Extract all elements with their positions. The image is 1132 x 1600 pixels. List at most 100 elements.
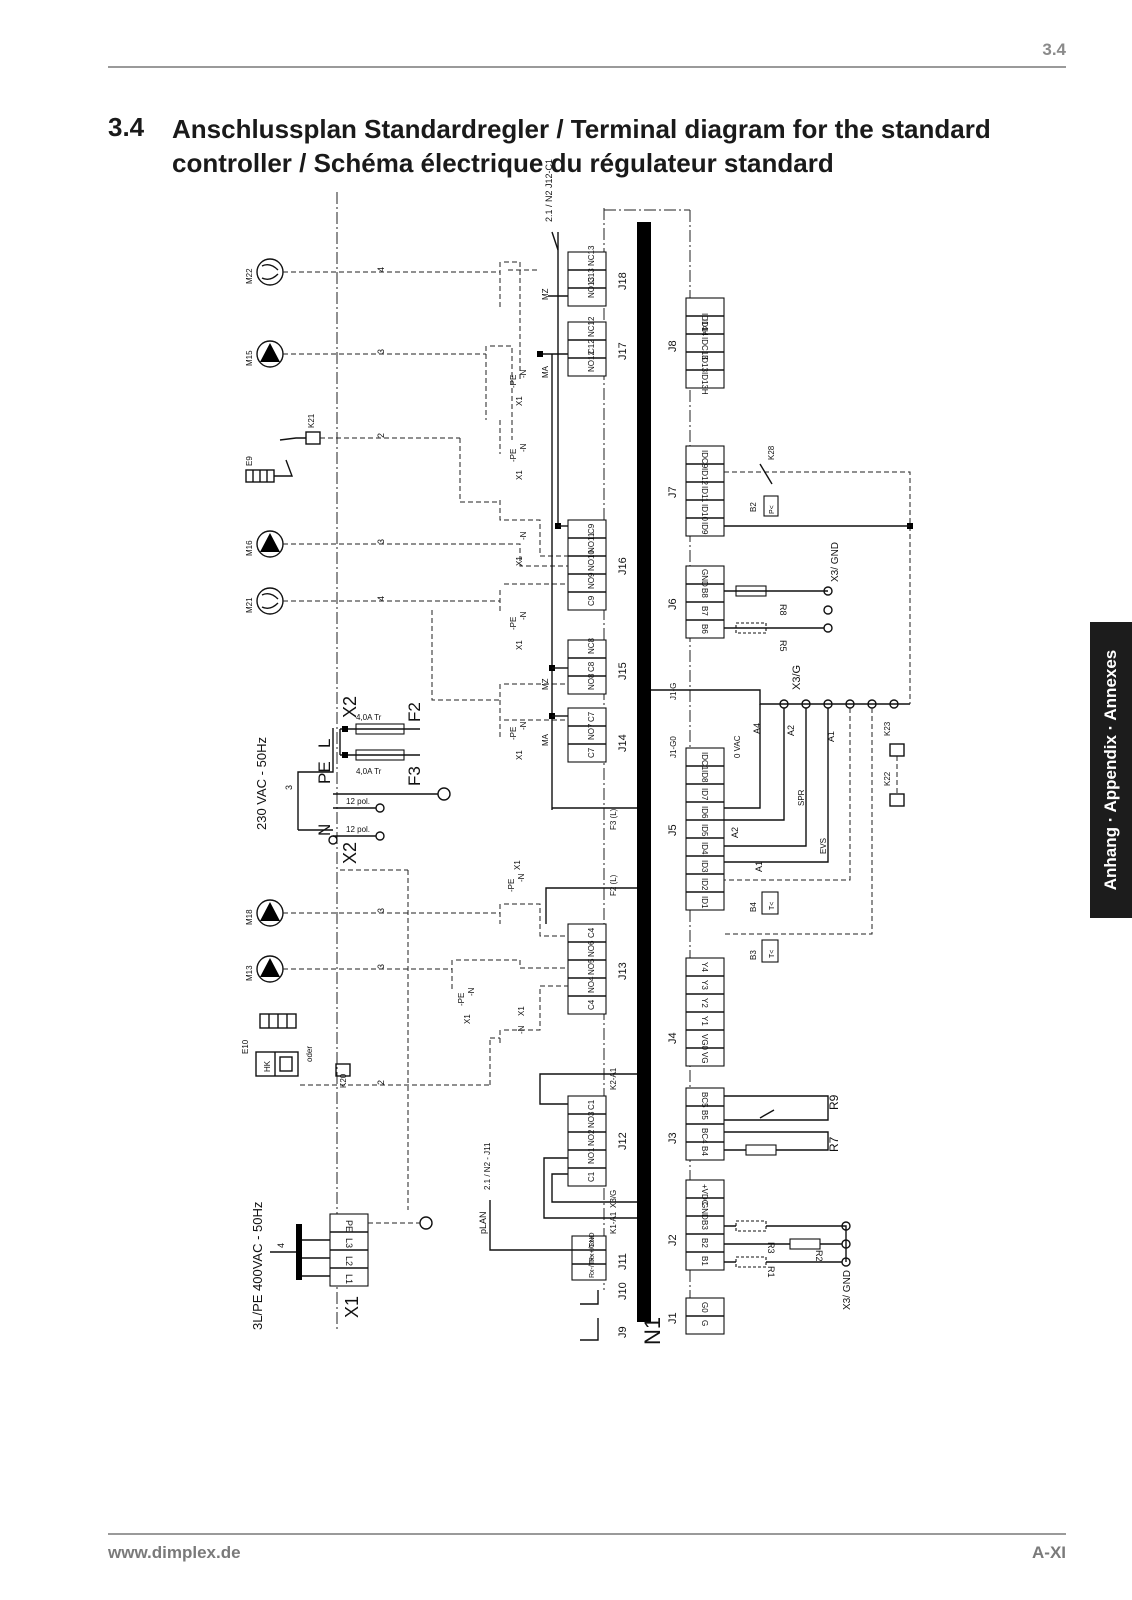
pump-m15: M15 3	[245, 340, 486, 368]
pressure-sensor-b2-icon	[763, 495, 779, 517]
controller-label: N1	[640, 1317, 665, 1345]
j5-pin-1: IDC1	[700, 752, 709, 771]
connector-j14: C7 NO7 C7 J14	[567, 707, 629, 763]
supply-230-label: 230 VAC - 50Hz	[254, 737, 269, 830]
k2-a1-line	[539, 1073, 637, 1105]
j5-pin-7: ID3	[700, 860, 709, 873]
j3-pin-3: BC4	[700, 1128, 709, 1144]
j16-pin-2: NO9	[587, 572, 596, 589]
x1-terminal-1: PE	[344, 1220, 354, 1232]
supply-230-line	[297, 728, 334, 830]
j16-feed-c	[499, 583, 568, 612]
j13-feed-a	[499, 903, 568, 937]
x1-block-label-7: X1	[463, 1014, 472, 1024]
footer-rule	[108, 1533, 1066, 1535]
m18-label: M18	[245, 909, 254, 925]
m18-wires: 3	[376, 908, 386, 913]
x2-label-bottom: X2	[340, 842, 360, 864]
j10-j9-jumpers	[580, 1290, 599, 1341]
x1-block-label-2: X1	[515, 470, 524, 480]
j12-pin-4: NO3	[587, 1111, 596, 1128]
header-rule	[108, 66, 1066, 68]
j11-pin-2: Rx+/Tx+	[589, 1236, 596, 1262]
j13-pin-1: C4	[587, 999, 596, 1010]
j14-pin-3: C7	[587, 711, 596, 722]
zero-vac-label: 0 VAC	[733, 735, 742, 758]
j3-label: J3	[667, 1132, 679, 1144]
x2-label-top: X2	[340, 696, 360, 718]
x1-n-label-2: -N	[519, 443, 528, 452]
e9-label: E9	[245, 456, 254, 466]
x1-terminal-2: L3	[344, 1238, 354, 1248]
k1-a1-label: K1-A1	[609, 1211, 618, 1234]
x3g-bus	[651, 689, 910, 705]
connector-j3: BC5 B5 BC4 B4 J3	[667, 1087, 725, 1161]
j3-pin-2: B5	[700, 1110, 709, 1120]
connector-j8: ID14H ID14 IDC13 ID13 ID13H J8	[667, 297, 725, 395]
side-tab[interactable]: Anhang · Appendix · Annexes	[1090, 622, 1132, 918]
ground-icon	[437, 787, 451, 801]
fan-m22: M22 4	[245, 258, 500, 286]
j15-pin-1: NO8	[587, 673, 596, 690]
mains-n: N	[315, 824, 334, 836]
m13-label: M13	[245, 965, 254, 981]
j13-pin-2: NO4	[587, 976, 596, 993]
footer-website[interactable]: www.dimplex.de	[108, 1543, 241, 1562]
a2-label-top: A2	[786, 725, 796, 736]
x3g-label-right: X3/G	[791, 665, 803, 690]
x3gnd-label-bottom: X3/ GND	[842, 1270, 853, 1310]
mz-label-1: MZ	[541, 288, 550, 300]
relay-k21-icon	[305, 431, 321, 445]
k22-label: K22	[883, 771, 892, 786]
m21-wires: 4	[376, 596, 386, 601]
j9-label: J9	[617, 1326, 629, 1338]
j15-pin-2: C8	[587, 661, 596, 672]
pol12-label-1: 12 pol.	[346, 797, 370, 806]
m13-wires: 3	[376, 964, 386, 969]
x1-pe-label-2: -PE	[509, 449, 518, 462]
pump-m16: M16 3	[245, 530, 500, 558]
j16-pin-4: NO11	[587, 532, 596, 553]
x1-n-label-7: -N	[467, 987, 476, 996]
x1-n-label-4: -N	[519, 611, 528, 620]
connector-j7: IDC9 ID12 ID11 ID10 ID9 J7	[667, 445, 725, 537]
j13-pin-3: NO5	[587, 958, 596, 975]
j1-g-label: J1-G	[669, 683, 678, 700]
spr-label: SPR	[797, 789, 806, 806]
supply-400-wires: 4	[276, 1243, 286, 1248]
j2-pin-1: +VDC	[700, 1184, 709, 1206]
top-ref-arrow	[551, 231, 559, 251]
j4-pin-1: Y4	[700, 962, 709, 972]
mains-pe: PE	[315, 761, 334, 784]
connector-j11: Rx-/Tx- Rx+/Tx+ GND J11	[571, 1232, 629, 1281]
temp-sensor-b4-icon	[761, 891, 779, 915]
x1-block-label-5: X1	[515, 750, 524, 760]
fan-icon	[256, 587, 284, 615]
j17-pin-2: C12	[587, 339, 596, 354]
j11-pin-3: GND	[589, 1232, 596, 1248]
j2-label: J2	[667, 1234, 679, 1246]
footer-page-label: A-XI	[1032, 1543, 1066, 1562]
f2-l-label: F2 (L)	[609, 874, 618, 896]
r2-label: R2	[814, 1250, 824, 1262]
j17-label: J17	[617, 342, 629, 360]
j6-pin-3: B7	[700, 606, 709, 616]
j17-pin-3: NC12	[587, 316, 596, 337]
b3-label: B3	[749, 950, 758, 960]
j3-pin-4: B4	[700, 1146, 709, 1156]
j13-pin-4: NO6	[587, 940, 596, 957]
b2-sym: P<	[769, 505, 776, 514]
j6-label: J6	[667, 598, 679, 610]
j14-label: J14	[617, 734, 629, 752]
connector-j16: C9 NO9 NO10 NO11 C9 J16	[567, 519, 629, 611]
heater-e9: E9 K21 2	[245, 413, 500, 503]
supply-400-label: 3L/PE 400VAC - 50Hz	[250, 1202, 265, 1330]
j3-pin-1: BC5	[700, 1092, 709, 1108]
j2-pin-3: B3	[700, 1220, 709, 1230]
x1-terminal-3: L2	[344, 1256, 354, 1266]
x1-pe-label-5: -PE	[509, 727, 518, 740]
ma-label-2: MA	[541, 733, 550, 746]
k28-label: K28	[767, 445, 776, 460]
fan-icon	[256, 258, 284, 286]
k2-a1-label: K2-A1	[609, 1067, 618, 1090]
